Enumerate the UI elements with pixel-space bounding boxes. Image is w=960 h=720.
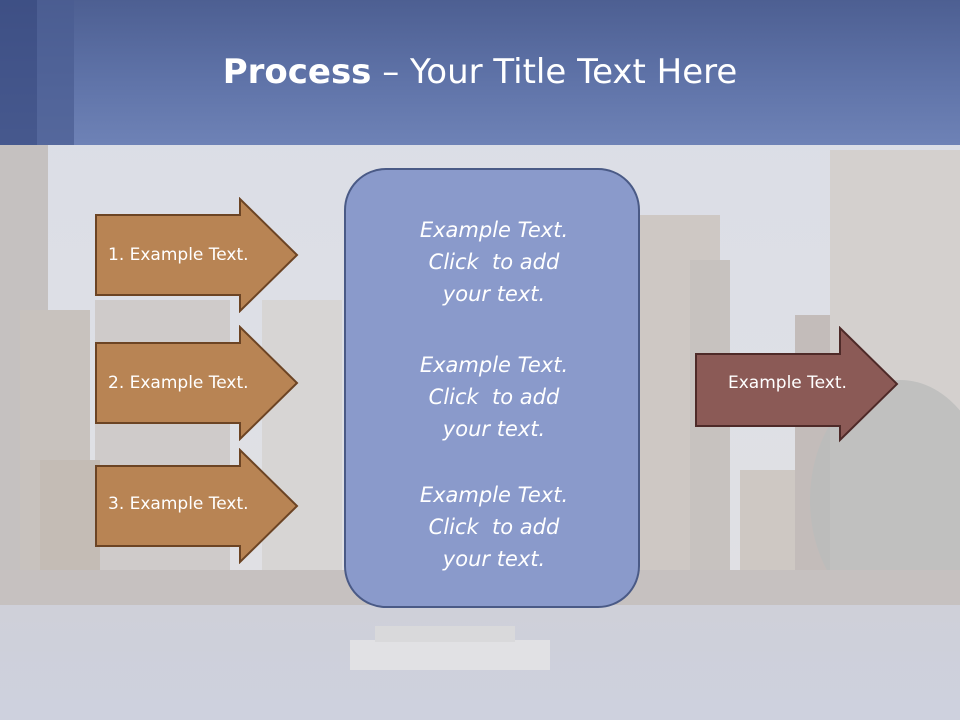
left-arrow-1[interactable]: 1. Example Text. bbox=[94, 196, 300, 314]
right-arrow-label: Example Text. bbox=[728, 373, 847, 393]
left-arrow-label-3: 3. Example Text. bbox=[108, 494, 249, 514]
center-block-2-line3: your text. bbox=[442, 417, 546, 441]
right-arrow-shape bbox=[695, 325, 899, 443]
center-block-3-line2: Click to add bbox=[428, 515, 560, 539]
center-block-3-line3: your text. bbox=[442, 547, 546, 571]
title-bold-part: Process bbox=[222, 52, 372, 92]
title-bar-accent-stripe bbox=[37, 0, 74, 145]
title-bar-accent-stripe bbox=[0, 0, 37, 145]
center-block-2-line1: Example Text. bbox=[419, 353, 569, 377]
left-arrow-label-1: 1. Example Text. bbox=[108, 245, 249, 265]
center-block-2-line2: Click to add bbox=[428, 385, 560, 409]
center-block-1-line2: Click to add bbox=[428, 250, 560, 274]
center-text-block-3: Example Text. Click to add your text. bbox=[346, 479, 642, 575]
center-text-block-2: Example Text. Click to add your text. bbox=[346, 349, 642, 445]
left-arrow-label-2: 2. Example Text. bbox=[108, 373, 249, 393]
title-bar: Process – Your Title Text Here bbox=[0, 0, 960, 145]
right-arrow[interactable]: Example Text. bbox=[694, 325, 900, 444]
center-block-1-line1: Example Text. bbox=[419, 218, 569, 242]
arrow-shape-1 bbox=[95, 196, 299, 314]
arrow-shape-2 bbox=[95, 324, 299, 442]
left-arrow-2[interactable]: 2. Example Text. bbox=[94, 324, 300, 442]
center-text-block-1: Example Text. Click to add your text. bbox=[346, 214, 642, 310]
center-block-3-line1: Example Text. bbox=[419, 483, 569, 507]
arrow-shape-3 bbox=[95, 447, 299, 565]
slide-title[interactable]: Process – Your Title Text Here bbox=[0, 52, 960, 92]
left-arrow-3[interactable]: 3. Example Text. bbox=[94, 447, 300, 565]
title-rest-part: – Your Title Text Here bbox=[371, 52, 738, 92]
center-content-box[interactable]: Example Text. Click to add your text. Ex… bbox=[344, 168, 640, 608]
center-block-1-line3: your text. bbox=[442, 282, 546, 306]
